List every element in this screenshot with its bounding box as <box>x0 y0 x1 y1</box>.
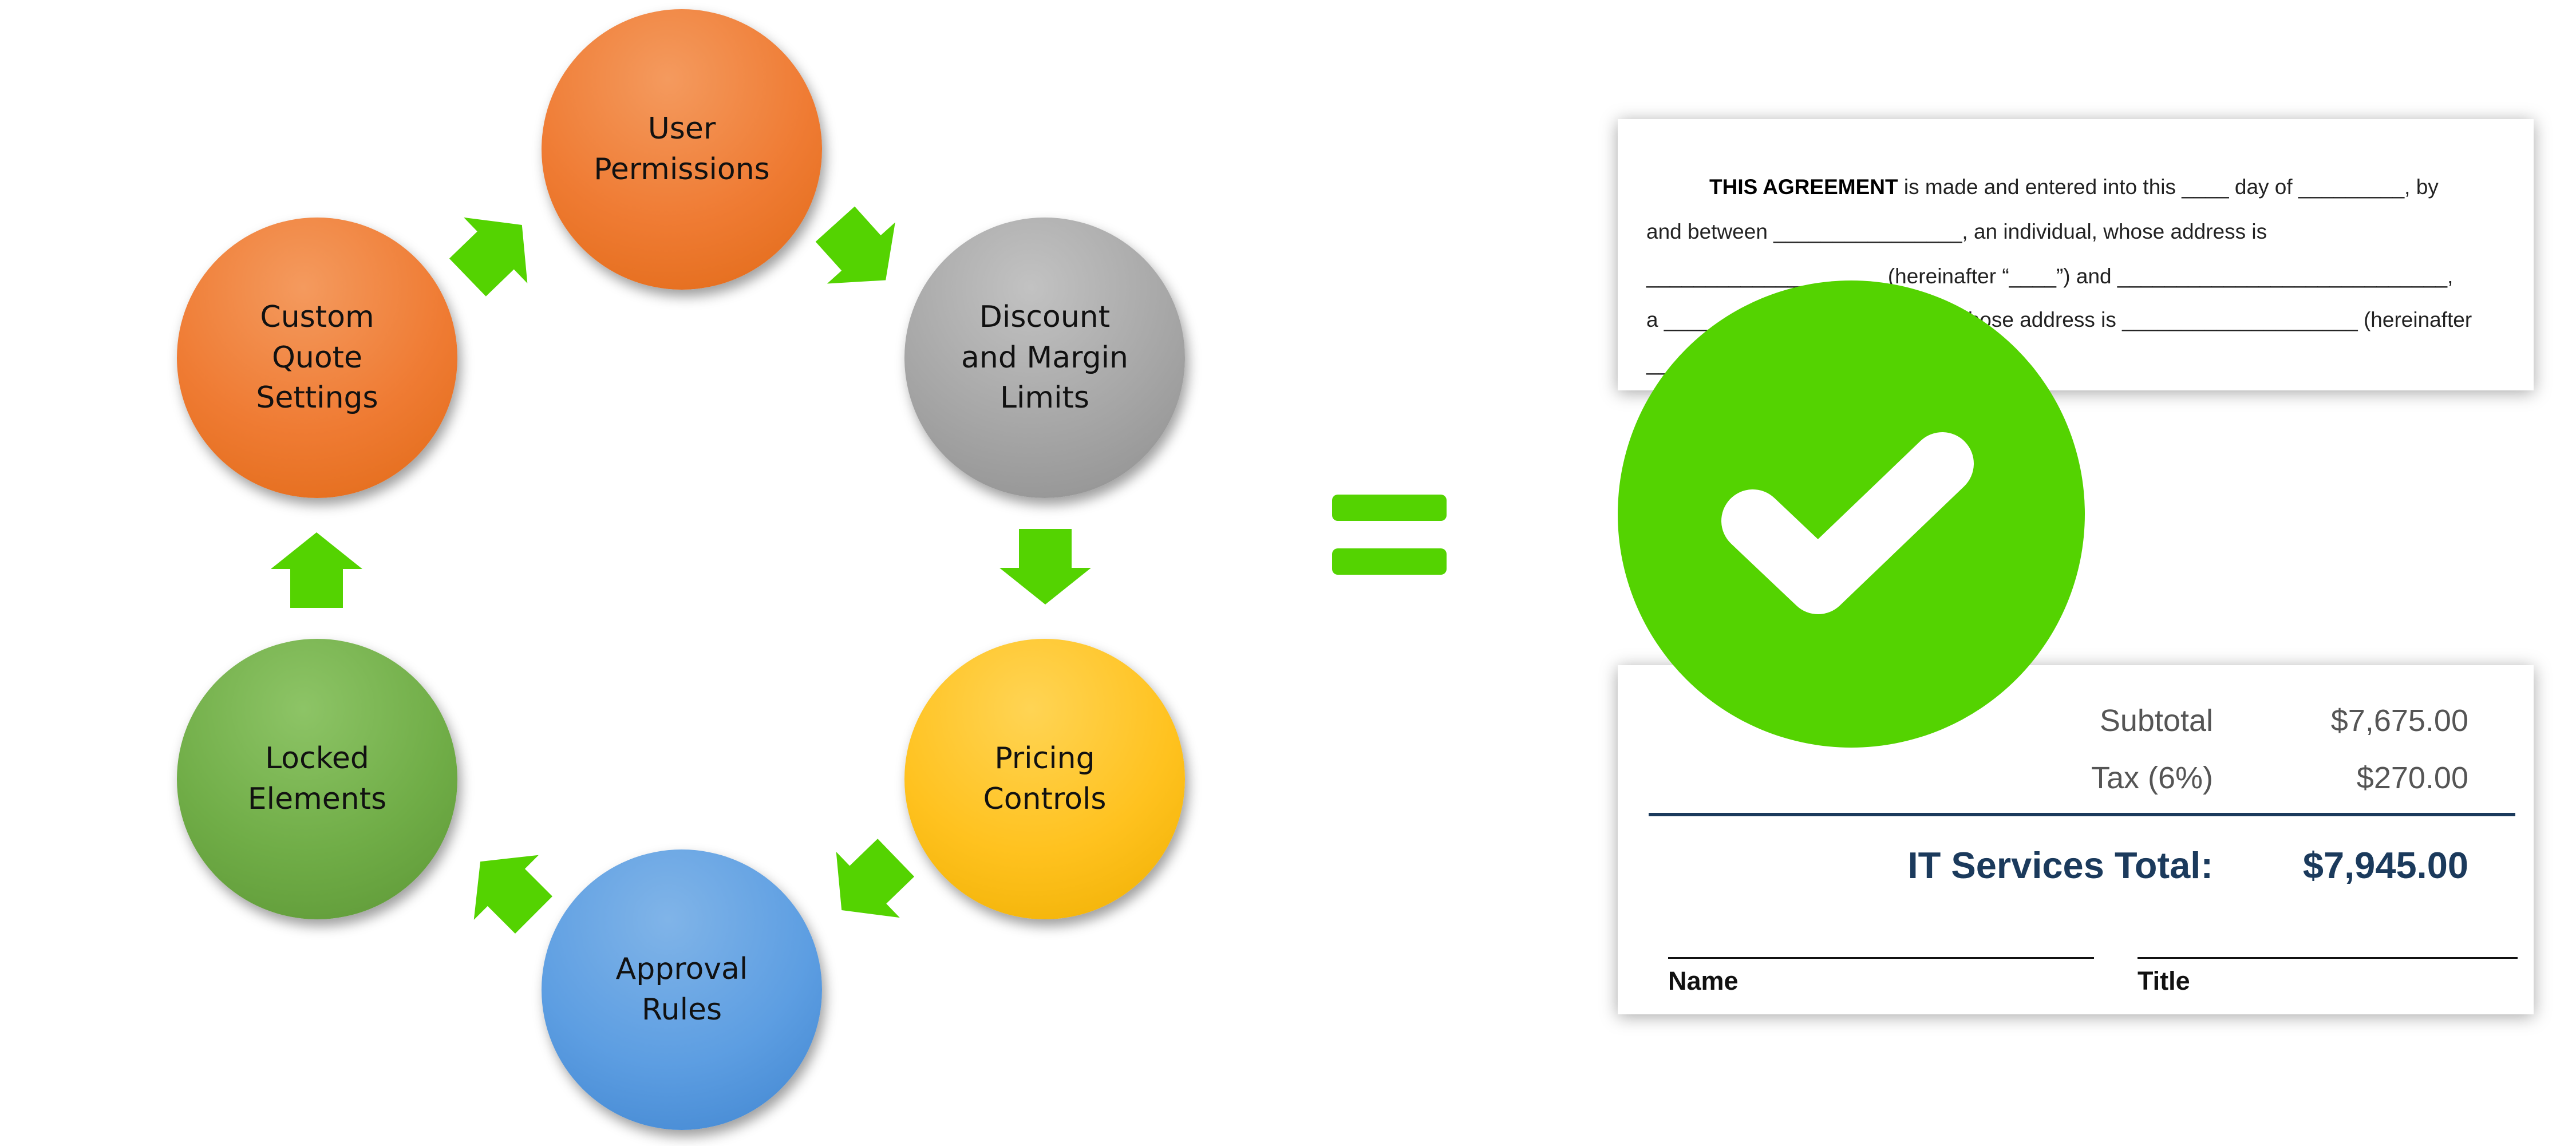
total-divider-rule <box>1649 813 2515 816</box>
node-locked-elements: Locked Elements <box>177 639 457 919</box>
node-custom-quote-settings: Custom Quote Settings <box>177 218 457 498</box>
node-pricing-controls: Pricing Controls <box>904 639 1185 919</box>
checkmark-badge <box>1618 280 2085 748</box>
name-signature-line <box>1668 957 2094 959</box>
node-label-approval-rules: Approval Rules <box>615 952 748 1027</box>
subtotal-value: $7,675.00 <box>2330 704 2468 738</box>
arrow-pricing-to-approval <box>836 839 915 918</box>
node-discount-margin-limits: Discount and Margin Limits <box>904 218 1185 498</box>
total-label: IT Services Total: <box>1907 844 2213 886</box>
node-user-permissions: User Permissions <box>542 9 822 290</box>
node-label-discount-margin-limits: Discount and Margin Limits <box>961 299 1128 416</box>
arrow-permissions-to-discount <box>815 206 895 284</box>
equals-sign-bottom-bar <box>1332 548 1447 575</box>
arrow-locked-to-custom <box>271 532 362 608</box>
arrow-approval-to-locked <box>473 855 552 934</box>
title-signature-line <box>2138 957 2518 959</box>
node-label-pricing-controls: Pricing Controls <box>983 741 1107 816</box>
total-value: $7,945.00 <box>2302 844 2468 886</box>
agreement-title: THIS AGREEMENT <box>1709 175 1898 199</box>
node-label-locked-elements: Locked Elements <box>247 741 387 816</box>
node-label-user-permissions: User Permissions <box>594 112 770 187</box>
subtotal-label: Subtotal <box>2099 704 2213 738</box>
checkmark-icon <box>1721 432 1974 614</box>
agreement-line-1-text: is made and entered into this ____ day o… <box>1898 175 2439 199</box>
agreement-line-2: and between ________________, an individ… <box>1646 220 2267 243</box>
agreement-line-1: THIS AGREEMENT is made and entered into … <box>1709 175 2511 199</box>
node-approval-rules: Approval Rules <box>542 849 822 1130</box>
tax-value: $270.00 <box>2356 761 2468 795</box>
title-label: Title <box>2138 966 2190 995</box>
name-label: Name <box>1668 966 1739 995</box>
tax-label: Tax (6%) <box>2091 761 2213 795</box>
equals-sign-top-bar <box>1332 495 1447 521</box>
agreement-line-3: ____________________ (hereinafter “____”… <box>1646 264 2453 288</box>
node-label-custom-quote-settings: Custom Quote Settings <box>256 299 378 416</box>
arrow-discount-to-pricing <box>999 529 1091 604</box>
arrow-custom-to-permissions <box>449 217 528 297</box>
